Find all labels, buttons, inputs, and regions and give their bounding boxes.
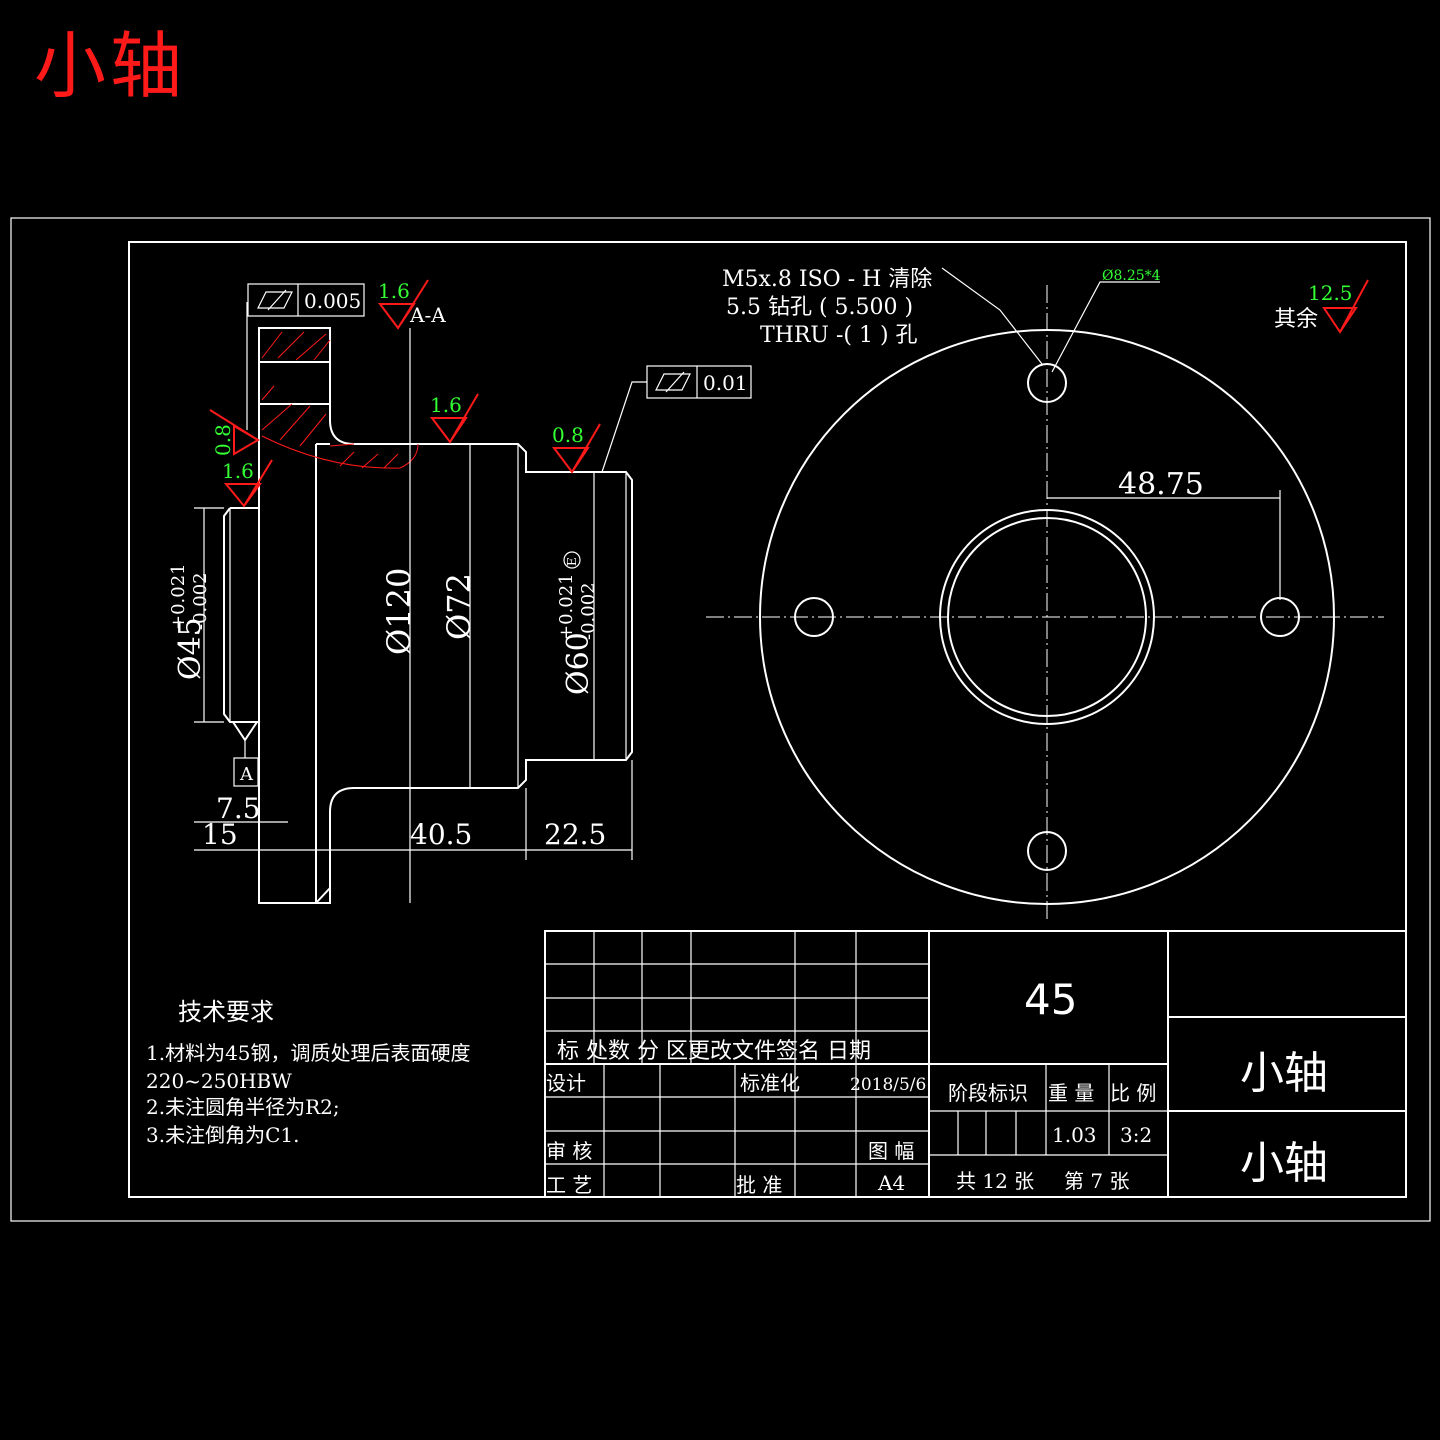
dim-d45: Ø45 bbox=[173, 617, 208, 680]
tb-stage-label: 阶段标识 bbox=[948, 1081, 1028, 1105]
tb-design: 设计 bbox=[546, 1071, 586, 1095]
part-name-2: 小轴 bbox=[1240, 1138, 1328, 1189]
part-name-1: 小轴 bbox=[1240, 1048, 1328, 1099]
dim-d72: Ø72 bbox=[440, 573, 478, 640]
hole-callout: Ø8.25*4 bbox=[1102, 268, 1161, 284]
tb-weight-label: 重 量 bbox=[1048, 1081, 1094, 1105]
dim-d45-tol-up: +0.021 bbox=[168, 563, 189, 630]
section-label: A-A bbox=[409, 303, 446, 327]
tb-weight: 1.03 bbox=[1052, 1123, 1097, 1147]
tb-scale: 3:2 bbox=[1120, 1123, 1152, 1147]
tb-date: 2018/5/6 bbox=[850, 1075, 926, 1095]
tb-size: A4 bbox=[877, 1171, 905, 1195]
dim-d60-tol-up: +0.021 bbox=[556, 573, 577, 640]
tb-process: 工 艺 bbox=[546, 1173, 592, 1197]
page-title: 小轴 bbox=[34, 24, 187, 108]
dim-d60-envelope: E bbox=[565, 557, 579, 566]
dim-7-5: 7.5 bbox=[216, 792, 261, 825]
hole-note-1: M5x.8 ISO - H 清除 bbox=[722, 267, 932, 292]
tech-title: 技术要求 bbox=[178, 998, 274, 1026]
roughness-mid: 1.6 bbox=[430, 393, 462, 417]
front-view: 48.75 Ø8.25*4 M5x.8 ISO - H 清除 5.5 钻孔 ( … bbox=[706, 267, 1384, 920]
dim-15: 15 bbox=[202, 818, 238, 851]
title-block: 45 小轴 小轴 标 处数 分 区更改文件签名 日期 设计 标准化 2018/5… bbox=[544, 930, 1407, 1198]
tb-size-label: 图 幅 bbox=[868, 1139, 914, 1163]
roughness-left: 0.8 bbox=[211, 424, 235, 456]
roughness-other: 12.5 bbox=[1308, 281, 1353, 305]
roughness-top: 1.6 bbox=[378, 279, 410, 303]
tb-scale-label: 比 例 bbox=[1110, 1081, 1156, 1105]
roughness-shaft: 0.8 bbox=[552, 423, 584, 447]
gdt-cylindricity-2: 0.01 bbox=[703, 371, 748, 395]
tb-sheet: 第 7 张 bbox=[1064, 1169, 1129, 1193]
tb-approve: 批 准 bbox=[736, 1173, 782, 1197]
roughness-other-label: 其余 bbox=[1274, 307, 1318, 332]
tb-standard: 标准化 bbox=[740, 1071, 800, 1095]
hole-note-3: THRU -( 1 ) 孔 bbox=[760, 323, 918, 348]
tech-line-4: 3.未注倒角为C1. bbox=[146, 1123, 299, 1147]
tb-total: 共 12 张 bbox=[956, 1169, 1034, 1193]
rev-header: 标 处数 分 区更改文件签名 日期 bbox=[557, 1039, 871, 1064]
dim-d120: Ø120 bbox=[380, 568, 418, 655]
tech-line-3: 2.未注圆角半径为R2; bbox=[146, 1095, 340, 1119]
material: 45 bbox=[1024, 975, 1077, 1024]
dim-d60-tol-dn: -0.002 bbox=[578, 582, 599, 640]
dim-r48-75: 48.75 bbox=[1118, 467, 1204, 502]
gdt-cylindricity-1: 0.005 bbox=[304, 289, 361, 313]
outer-frame bbox=[10, 217, 1431, 1222]
dim-22-5: 22.5 bbox=[544, 818, 606, 851]
tech-line-2: 220~250HBW bbox=[146, 1069, 292, 1093]
hole-note-2: 5.5 钻孔 ( 5.500 ) bbox=[726, 295, 913, 320]
dim-d45-tol-dn: -0.002 bbox=[190, 572, 211, 630]
dim-d60: Ø60 bbox=[561, 632, 596, 695]
dim-40-5: 40.5 bbox=[410, 818, 472, 851]
side-view: A Ø120 Ø72 Ø45 +0.021 -0.002 Ø60 +0.021 … bbox=[168, 279, 752, 904]
roughness-left2: 1.6 bbox=[222, 459, 254, 483]
tb-review: 审 核 bbox=[546, 1139, 592, 1163]
tech-line-1: 1.材料为45钢，调质处理后表面硬度 bbox=[146, 1041, 471, 1065]
datum-label: A bbox=[239, 764, 254, 785]
tech-requirements: 技术要求 1.材料为45钢，调质处理后表面硬度 220~250HBW 2.未注圆… bbox=[146, 998, 471, 1147]
